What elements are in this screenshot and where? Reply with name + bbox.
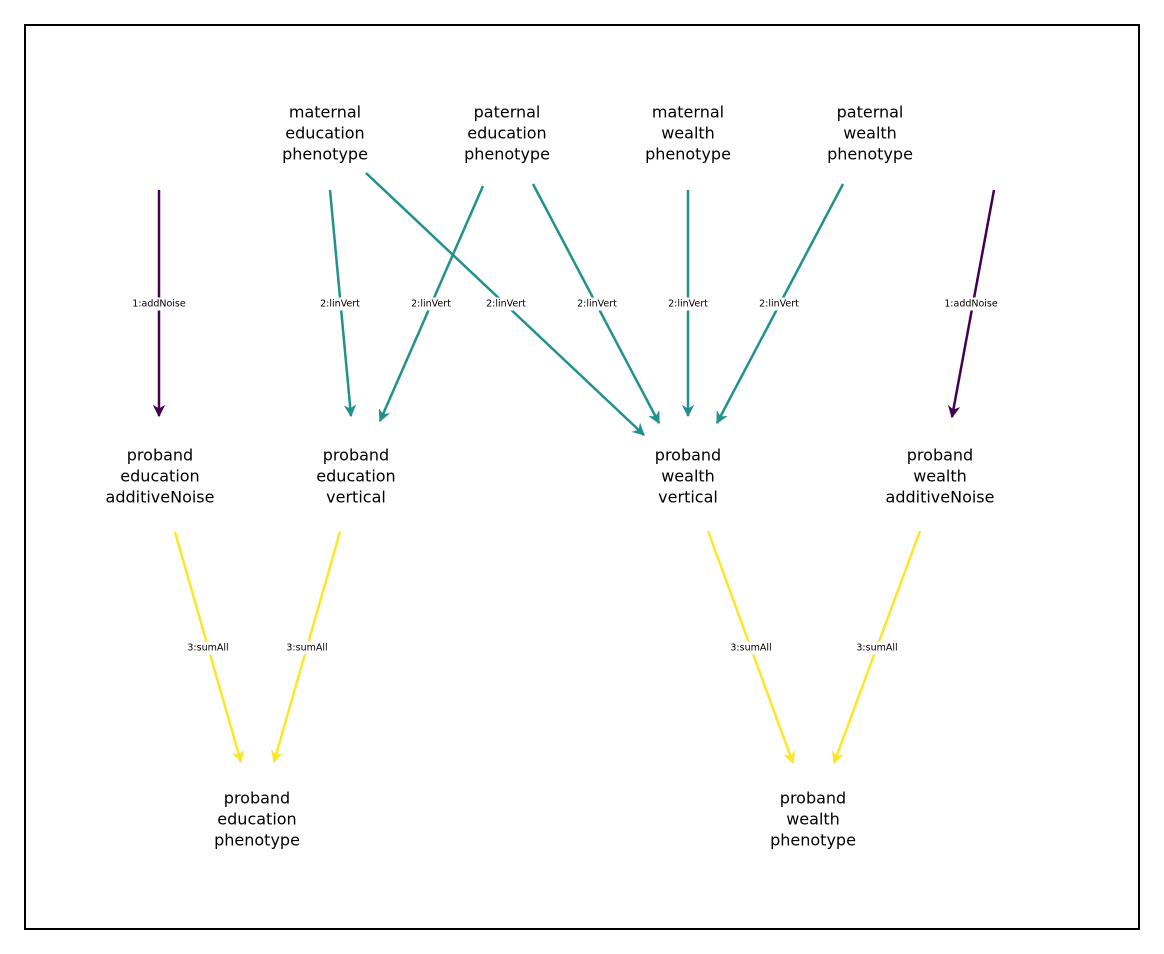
node-label-line: paternal: [473, 102, 541, 122]
edge-label-background: [758, 297, 801, 311]
node-label-line: phenotype: [770, 830, 856, 850]
edge-pat_edu-to-pb_wealth_vert: 2:linVert: [531, 183, 661, 425]
edge-label-background: [131, 297, 187, 311]
edge-source-to-pb_wealth_noise: 1:addNoise: [943, 189, 999, 419]
node-label-line: vertical: [658, 487, 718, 507]
node-label-line: proband: [223, 788, 291, 808]
edge-label-background: [855, 641, 899, 655]
edge-label: 3:sumAll: [187, 643, 228, 654]
edge-label-background: [576, 297, 619, 311]
edge-label: 2:linVert: [759, 299, 799, 310]
node-label-line: proband: [654, 445, 722, 465]
edge-label: 2:linVert: [668, 299, 708, 310]
edge-mat_wealth-to-pb_wealth_vert: 2:linVert: [667, 190, 710, 418]
node-label-line: education: [217, 809, 297, 829]
node-label-line: paternal: [836, 102, 904, 122]
node-label-line: vertical: [326, 487, 386, 507]
edge-label: 2:linVert: [577, 299, 617, 310]
node-label-line: education: [316, 466, 396, 486]
edge-label-background: [319, 297, 362, 311]
edge-label: 3:sumAll: [730, 643, 771, 654]
edge-label-background: [485, 297, 528, 311]
edge-label-background: [186, 641, 230, 655]
node-label-line: wealth: [913, 466, 967, 486]
edge-pb_wealth_noise-to-pb_wealth_pheno: 3:sumAll: [832, 530, 922, 765]
edge-label: 1:addNoise: [132, 299, 186, 310]
edge-label-background: [667, 297, 710, 311]
node-label-line: phenotype: [464, 144, 550, 164]
node-label-line: additiveNoise: [885, 487, 995, 507]
edge-label: 2:linVert: [486, 299, 526, 310]
node-label-line: phenotype: [827, 144, 913, 164]
edge-label-background: [410, 297, 453, 311]
edge-label-background: [943, 297, 999, 311]
node-label-line: wealth: [786, 809, 840, 829]
node-label-line: proband: [126, 445, 194, 465]
edge-label: 1:addNoise: [944, 299, 998, 310]
edge-label: 3:sumAll: [856, 643, 897, 654]
diagram-frame: [24, 24, 1140, 930]
node-label-line: additiveNoise: [105, 487, 215, 507]
edge-label: 2:linVert: [411, 299, 451, 310]
edge-label: 3:sumAll: [286, 643, 327, 654]
node-label-line: education: [120, 466, 200, 486]
node-label-line: phenotype: [645, 144, 731, 164]
node-label-line: maternal: [651, 102, 725, 122]
node-label-line: proband: [322, 445, 390, 465]
node-label-line: education: [285, 123, 365, 143]
node-label-line: wealth: [843, 123, 897, 143]
edge-mat_edu-to-pb_wealth_vert: 2:linVert: [365, 172, 645, 436]
edge-mat_edu-to-pb_edu_vert: 2:linVert: [319, 189, 362, 418]
node-label-line: proband: [906, 445, 974, 465]
node-label-line: phenotype: [282, 144, 368, 164]
edge-label: 2:linVert: [320, 299, 360, 310]
edge-label-background: [729, 641, 773, 655]
edge-label-background: [285, 641, 329, 655]
node-label-line: maternal: [288, 102, 362, 122]
edge-pat_edu-to-pb_edu_vert: 2:linVert: [378, 185, 485, 423]
node-label-line: wealth: [661, 123, 715, 143]
node-label-line: education: [467, 123, 547, 143]
edge-source-to-pb_edu_noise: 1:addNoise: [131, 190, 187, 418]
edge-pb_edu_vert-to-pb_edu_pheno: 3:sumAll: [271, 531, 342, 764]
node-label-line: phenotype: [214, 830, 300, 850]
edge-pb_wealth_vert-to-pb_wealth_pheno: 3:sumAll: [706, 530, 795, 765]
edge-pat_wealth-to-pb_wealth_vert: 2:linVert: [715, 183, 845, 425]
edge-pb_edu_noise-to-pb_edu_pheno: 3:sumAll: [173, 531, 244, 764]
node-label-line: proband: [779, 788, 847, 808]
node-label-line: wealth: [661, 466, 715, 486]
